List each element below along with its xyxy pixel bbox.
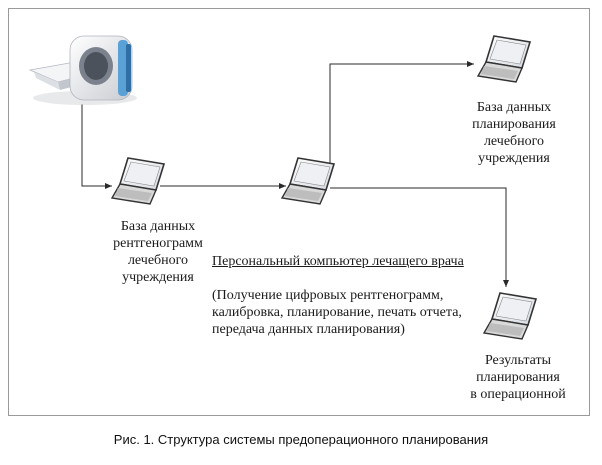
laptop-xray-db-icon xyxy=(110,157,166,205)
or-results-label: Результаты планирования в операционной xyxy=(470,353,566,402)
physician-pc-label: Персональный компьютер лечащего врача (П… xyxy=(212,236,512,338)
diagram-frame xyxy=(8,8,590,416)
laptop-results-icon xyxy=(482,292,538,340)
edge-scanner-to-xray-db xyxy=(81,104,112,189)
xray-database-label: База данных рентгенограмм лечебного учре… xyxy=(113,219,203,285)
figure-caption: Рис. 1. Структура системы предоперационн… xyxy=(113,432,489,447)
planning-database-label: База данных планирования лечебного учреж… xyxy=(472,100,556,166)
laptop-pc-icon xyxy=(280,157,336,205)
edge-pc-to-planning-db xyxy=(329,61,474,176)
edge-pc-to-results xyxy=(330,187,509,287)
physician-pc-description: (Получение цифровых рентгенограмм, калиб… xyxy=(212,288,462,337)
laptop-planning-db-icon xyxy=(476,35,532,83)
connectors xyxy=(81,61,509,287)
mri-scanner-icon xyxy=(28,35,137,105)
physician-pc-title: Персональный компьютер лечащего врача xyxy=(212,254,464,269)
